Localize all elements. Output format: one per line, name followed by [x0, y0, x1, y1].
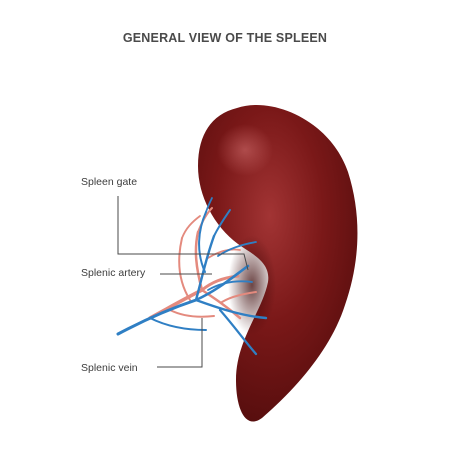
label-splenic-vein: Splenic vein: [81, 362, 138, 374]
leader-lines: [117, 196, 249, 368]
leader-line-splenic-vein: [157, 318, 203, 368]
label-splenic-artery: Splenic artery: [81, 267, 146, 279]
diagram-title: GENERAL VIEW OF THE SPLEEN: [122, 31, 328, 45]
leader-line-spleen-gate: [117, 196, 249, 271]
hilum-shadow: [228, 235, 276, 335]
label-spleen-gate: Spleen gate: [81, 176, 138, 188]
surface-highlight: [217, 124, 273, 176]
spleen-organ: [198, 104, 358, 422]
splenic-vein-vessels: [116, 197, 268, 356]
